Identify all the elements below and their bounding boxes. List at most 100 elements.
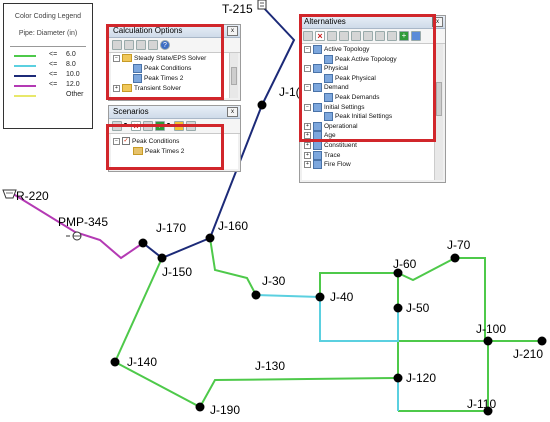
calculation-options-panel[interactable]: Calculation Options x ? −Steady State/EP… <box>108 24 241 101</box>
tree-view-icon[interactable] <box>387 31 397 41</box>
pipe-j140-j190[interactable] <box>114 361 399 409</box>
tree-item-transient-solver[interactable]: +Transient Solver <box>113 84 181 93</box>
junction-j110[interactable] <box>483 406 493 416</box>
junction-j210[interactable] <box>537 336 547 346</box>
pipe-j40-j50[interactable] <box>319 297 399 342</box>
alternative-item[interactable]: Peak Demands <box>324 93 379 102</box>
pipe-j170-j150-j160[interactable] <box>142 237 211 260</box>
junction-j40[interactable] <box>315 292 325 302</box>
pipe-j160-j30[interactable] <box>209 237 257 296</box>
scrollbar-thumb[interactable] <box>436 82 442 116</box>
alternative-item[interactable]: Peak Initial Settings <box>324 112 392 122</box>
paste-icon[interactable] <box>136 40 146 50</box>
junction-j170[interactable] <box>138 238 148 248</box>
alternative-item[interactable]: Peak Physical <box>324 73 376 83</box>
expand-all-icon[interactable] <box>411 31 421 41</box>
pipe-r220-j170[interactable] <box>9 191 144 260</box>
junction-j120[interactable] <box>393 373 403 383</box>
label-j120: J-120 <box>406 371 436 385</box>
junction-j50[interactable] <box>393 303 403 313</box>
reservoir-icon[interactable] <box>2 189 17 199</box>
alternative-item[interactable]: −Initial Settings <box>304 102 364 112</box>
junction-j140[interactable] <box>110 357 120 367</box>
alternative-icon <box>313 83 322 93</box>
scenarios-titlebar[interactable]: Scenarios x <box>109 106 240 119</box>
alternative-icon <box>313 64 322 74</box>
pipe-j30-j40[interactable] <box>255 294 321 298</box>
legend-swatch <box>14 95 36 97</box>
tank-icon[interactable] <box>257 0 267 10</box>
help-icon[interactable]: ? <box>160 40 170 50</box>
collapse-icon[interactable]: − <box>304 103 311 111</box>
chevron-down-icon[interactable]: ▾ <box>167 122 171 128</box>
tree-item-peak-conditions[interactable]: Peak Conditions <box>133 64 191 73</box>
chevron-down-icon[interactable]: ▾ <box>124 122 128 128</box>
make-current-icon[interactable]: › <box>155 121 165 131</box>
junction-j190[interactable] <box>195 402 205 412</box>
expand-icon[interactable]: + <box>304 132 311 140</box>
junction-j1[interactable] <box>257 100 267 110</box>
pipe-j150-j140[interactable] <box>114 257 163 363</box>
junction-j150[interactable] <box>157 253 167 263</box>
tree-item-peak-times-2[interactable]: Peak Times 2 <box>133 74 183 83</box>
junction-j30[interactable] <box>251 290 261 300</box>
alternative-item[interactable]: Peak Active Topology <box>324 54 397 64</box>
alternatives-titlebar[interactable]: Alternatives x <box>300 16 445 29</box>
legend-subtitle: Pipe: Diameter (in) <box>18 30 78 37</box>
merge-icon[interactable] <box>363 31 373 41</box>
alternative-item[interactable]: −Physical <box>304 64 348 74</box>
new-icon[interactable] <box>112 121 122 131</box>
collapse-icon[interactable]: − <box>113 54 120 62</box>
calculation-options-scrollbar[interactable] <box>229 53 238 98</box>
delete-icon[interactable]: × <box>131 121 141 131</box>
tree-item-peak-conditions[interactable]: −✓Peak Conditions <box>113 137 179 146</box>
alternative-item[interactable]: +Operational <box>304 121 358 131</box>
open-icon[interactable] <box>351 31 361 41</box>
pump-icon[interactable] <box>66 231 82 241</box>
junction-j60[interactable] <box>393 268 403 278</box>
add-child-icon[interactable]: + <box>399 31 409 41</box>
expand-icon[interactable]: + <box>304 122 311 130</box>
label-r220: R-220 <box>16 189 49 203</box>
scrollbar-thumb[interactable] <box>231 67 237 85</box>
alternative-item[interactable]: +Fire Flow <box>304 160 351 170</box>
junction-j100[interactable] <box>483 336 493 346</box>
alternatives-scrollbar[interactable] <box>434 44 443 180</box>
copy-icon[interactable] <box>124 40 134 50</box>
close-icon[interactable]: x <box>227 107 238 117</box>
collapse-icon[interactable]: − <box>113 137 120 145</box>
copy-icon[interactable] <box>327 31 337 41</box>
alternative-item[interactable]: −Active Topology <box>304 45 369 54</box>
collapse-icon[interactable]: − <box>304 65 311 73</box>
calculation-options-titlebar[interactable]: Calculation Options x <box>109 25 240 38</box>
close-icon[interactable]: x <box>432 17 443 27</box>
tree-item-peak-times-2[interactable]: Peak Times 2 <box>133 147 184 156</box>
alternative-item[interactable]: +Age <box>304 131 336 141</box>
alternative-item[interactable]: +Constituent <box>304 141 357 150</box>
compute-icon[interactable] <box>174 121 184 131</box>
collapse-icon[interactable]: − <box>304 84 311 92</box>
new-icon[interactable] <box>303 31 313 41</box>
delete-icon[interactable]: × <box>315 31 325 41</box>
scenarios-panel[interactable]: Scenarios x ▾ × › ▾ −✓Peak Conditions Pe… <box>108 105 241 172</box>
close-icon[interactable]: x <box>227 26 238 36</box>
expand-icon[interactable]: + <box>113 84 120 92</box>
alternative-item[interactable]: −Demand <box>304 83 349 93</box>
expand-icon[interactable]: + <box>304 151 311 159</box>
calculation-options-toolbar: ? <box>109 38 240 53</box>
junction-j160[interactable] <box>205 233 215 243</box>
alternative-item[interactable]: +Trace <box>304 150 340 160</box>
properties-icon[interactable] <box>148 40 158 50</box>
report-icon[interactable] <box>375 31 385 41</box>
expand-icon[interactable]: + <box>304 161 311 169</box>
report-icon[interactable] <box>186 121 196 131</box>
junction-j70[interactable] <box>450 253 460 263</box>
new-icon[interactable] <box>112 40 122 50</box>
tree-item-steady-state[interactable]: −Steady State/EPS Solver <box>113 54 206 63</box>
rename-icon[interactable] <box>143 121 153 131</box>
rename-icon[interactable] <box>339 31 349 41</box>
collapse-icon[interactable]: − <box>304 46 311 53</box>
expand-icon[interactable]: + <box>304 142 311 149</box>
